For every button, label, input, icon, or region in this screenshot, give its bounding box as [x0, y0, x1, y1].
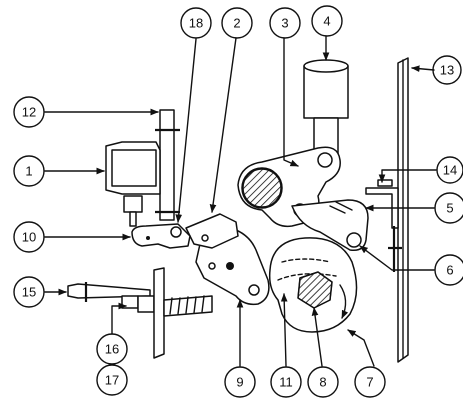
- callout-label: 2: [233, 16, 240, 31]
- callout-2: 2: [221, 7, 253, 39]
- callout-1: 1: [13, 155, 45, 187]
- lower-rod-part: [67, 267, 213, 359]
- cam-wheel-part: [268, 237, 358, 333]
- callout-label: 13: [440, 63, 454, 78]
- callout-18: 18: [180, 7, 212, 39]
- callout-7: 7: [354, 366, 386, 398]
- callout-label: 7: [366, 375, 373, 390]
- small-link-part: [185, 213, 239, 249]
- plate-rod-part: [388, 226, 402, 272]
- vertical-plate-part: [397, 57, 409, 363]
- callout-label: 9: [236, 375, 243, 390]
- callout-label: 10: [22, 230, 36, 245]
- callout-8: 8: [307, 366, 339, 398]
- lower-lever-part: [195, 229, 270, 306]
- callout-12: 12: [13, 96, 45, 128]
- callout-5: 5: [434, 192, 463, 224]
- callout-label: 11: [279, 375, 293, 390]
- callout-10: 10: [13, 221, 45, 253]
- callout-label: 4: [323, 14, 330, 29]
- callout-label: 6: [446, 263, 453, 278]
- callout-label: 14: [443, 163, 457, 178]
- leader-lines: [44, 35, 437, 367]
- callout-13: 13: [432, 55, 462, 85]
- callout-label: 3: [281, 16, 288, 31]
- callout-label: 17: [105, 373, 119, 388]
- latch-part: [131, 223, 191, 249]
- callout-label: 8: [319, 375, 326, 390]
- angle-bracket-part: [365, 179, 399, 229]
- callout-11: 11: [270, 366, 302, 398]
- callout-16: 16: [96, 333, 128, 365]
- callout-17: 17: [96, 364, 128, 396]
- callout-label: 18: [189, 16, 203, 31]
- callout-label: 1: [25, 164, 32, 179]
- callout-label: 12: [22, 105, 36, 120]
- callout-label: 16: [105, 342, 119, 357]
- callout-14: 14: [436, 156, 463, 184]
- callout-label: 15: [22, 285, 36, 300]
- callout-9: 9: [224, 366, 256, 398]
- callout-label: 5: [446, 201, 453, 216]
- callout-4: 4: [311, 5, 343, 37]
- callout-3: 3: [269, 7, 301, 39]
- callout-6: 6: [434, 254, 463, 286]
- solenoid-assembly-part: [105, 109, 180, 227]
- callout-15: 15: [13, 276, 45, 308]
